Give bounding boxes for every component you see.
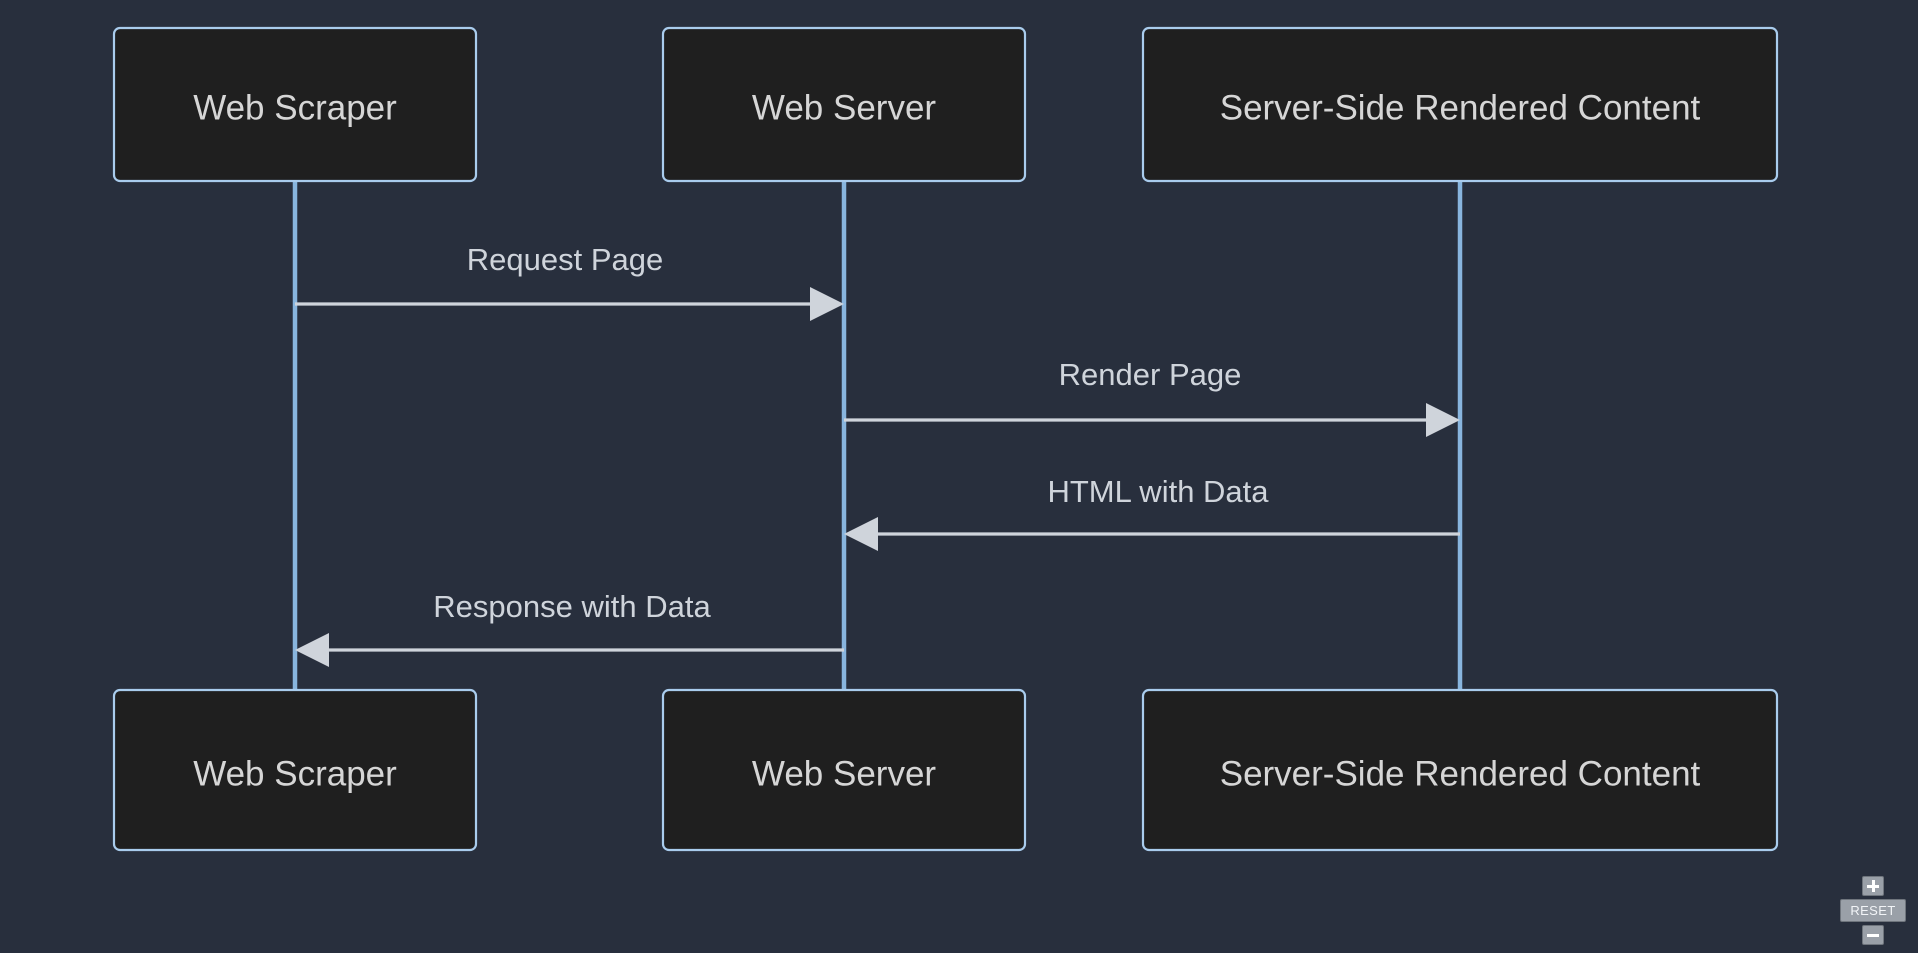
participant-footer-scraper[interactable]: Web Scraper [112,688,478,852]
participant-header-scraper[interactable]: Web Scraper [112,26,478,183]
message-arrowhead-right [1426,403,1460,437]
participant-label-ssr: Server-Side Rendered Content [1220,88,1701,127]
participant-box[interactable] [661,688,1027,852]
zoom-in-button[interactable] [1862,876,1884,896]
participant-box[interactable] [112,26,478,183]
participant-box[interactable] [1141,688,1779,852]
lifeline-group [292,182,1463,700]
message-label-response-with-data: Response with Data [433,589,711,624]
minus-icon [1867,933,1879,937]
message-label-html-with-data: HTML with Data [1047,474,1269,509]
zoom-out-button[interactable] [1862,925,1884,945]
participant-footer-ssr[interactable]: Server-Side Rendered Content [1141,688,1779,852]
message-render-page[interactable]: Render Page [844,357,1460,437]
plus-icon [1867,880,1879,892]
participant-header-ssr[interactable]: Server-Side Rendered Content [1141,26,1779,183]
participant-header-server[interactable]: Web Server [661,26,1027,183]
participant-label-server-bottom: Web Server [752,754,936,793]
message-response-with-data[interactable]: Response with Data [295,589,844,667]
participant-box[interactable] [1141,26,1779,183]
participant-box[interactable] [112,688,478,852]
message-arrowhead-right [810,287,844,321]
message-arrowhead-left [844,517,878,551]
message-label-request-page: Request Page [467,242,663,277]
message-arrowhead-left [295,633,329,667]
participant-label-server: Web Server [752,88,936,127]
message-request-page[interactable]: Request Page [295,242,844,321]
participant-box[interactable] [661,26,1027,183]
reset-button[interactable]: RESET [1840,899,1906,922]
participant-label-scraper-bottom: Web Scraper [193,754,397,793]
message-html-with-data[interactable]: HTML with Data [844,474,1460,551]
participant-footer-server[interactable]: Web Server [661,688,1027,852]
participant-label-ssr-bottom: Server-Side Rendered Content [1220,754,1701,793]
message-label-render-page: Render Page [1059,357,1242,392]
participant-label-scraper: Web Scraper [193,88,397,127]
zoom-controls: RESET [1840,876,1906,945]
